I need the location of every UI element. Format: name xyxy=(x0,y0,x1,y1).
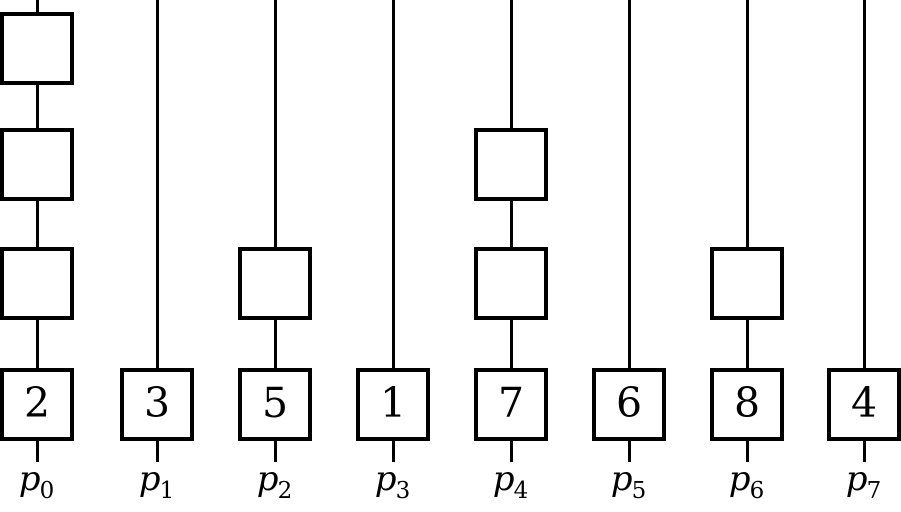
queue-box xyxy=(0,128,74,201)
processor-label-0: p0 xyxy=(0,459,97,503)
connector-line xyxy=(155,441,159,462)
processor-label-7: p7 xyxy=(804,459,901,503)
processor-label-6: p6 xyxy=(687,459,807,503)
queue-box xyxy=(0,12,74,85)
processor-label-subscript: 4 xyxy=(513,478,529,504)
connector-line xyxy=(273,441,277,462)
processor-label-4: p4 xyxy=(451,459,571,503)
processor-label-subscript: 7 xyxy=(866,478,882,504)
processor-label-1: p1 xyxy=(97,459,217,503)
connector-line xyxy=(509,441,513,462)
value-box: 2 xyxy=(0,368,74,441)
processor-label-3: p3 xyxy=(333,459,453,503)
processor-label-subscript: 3 xyxy=(395,478,411,504)
connector-line xyxy=(35,85,39,128)
connector-line xyxy=(627,0,631,368)
connector-line xyxy=(509,320,513,368)
value-text: 6 xyxy=(615,379,643,427)
connector-line xyxy=(862,0,866,368)
value-text: 7 xyxy=(497,379,525,427)
processor-label-2: p2 xyxy=(215,459,335,503)
value-box: 5 xyxy=(238,368,312,441)
queue-box xyxy=(474,128,548,201)
processor-label-subscript: 6 xyxy=(749,478,765,504)
connector-line xyxy=(627,441,631,462)
queue-box xyxy=(474,247,548,320)
processor-label-var: p xyxy=(492,459,515,499)
connector-line xyxy=(745,0,749,247)
processor-label-var: p xyxy=(256,459,279,499)
connector-line xyxy=(862,441,866,462)
processor-label-subscript: 0 xyxy=(39,478,55,504)
connector-line xyxy=(35,201,39,247)
connector-line xyxy=(745,320,749,368)
value-box: 4 xyxy=(827,368,901,441)
connector-line xyxy=(509,0,513,128)
value-text: 4 xyxy=(850,379,878,427)
connector-line xyxy=(155,0,159,368)
connector-line xyxy=(391,441,395,462)
processor-label-subscript: 1 xyxy=(159,478,175,504)
value-text: 5 xyxy=(261,379,289,427)
connector-line xyxy=(509,201,513,247)
connector-line xyxy=(391,0,395,368)
connector-line xyxy=(273,320,277,368)
connector-line xyxy=(35,0,39,12)
processor-label-subscript: 5 xyxy=(631,478,647,504)
processor-label-var: p xyxy=(374,459,397,499)
queue-box xyxy=(0,247,74,320)
processor-label-var: p xyxy=(138,459,161,499)
value-text: 8 xyxy=(733,379,761,427)
value-box: 8 xyxy=(710,368,784,441)
value-box: 1 xyxy=(356,368,430,441)
processor-label-5: p5 xyxy=(569,459,689,503)
connector-line xyxy=(35,441,39,462)
processor-label-var: p xyxy=(728,459,751,499)
connector-line xyxy=(745,441,749,462)
queue-box xyxy=(238,247,312,320)
value-box: 7 xyxy=(474,368,548,441)
processor-label-subscript: 2 xyxy=(277,478,293,504)
connector-line xyxy=(273,0,277,247)
value-box: 6 xyxy=(592,368,666,441)
value-text: 2 xyxy=(23,379,51,427)
processor-label-var: p xyxy=(610,459,633,499)
value-box: 3 xyxy=(120,368,194,441)
queue-box xyxy=(710,247,784,320)
value-text: 3 xyxy=(143,379,171,427)
processor-label-var: p xyxy=(845,459,868,499)
processor-label-var: p xyxy=(18,459,41,499)
connector-line xyxy=(35,320,39,368)
value-text: 1 xyxy=(379,379,407,427)
